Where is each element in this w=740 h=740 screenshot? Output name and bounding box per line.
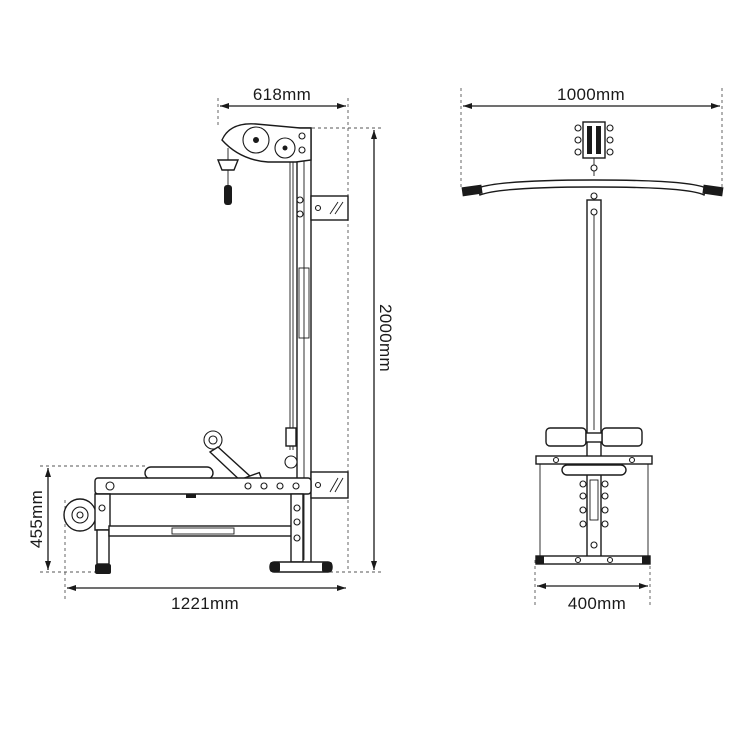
dimension-2000: 2000mm <box>371 130 395 570</box>
side-machine <box>63 123 349 574</box>
side-view: 618mm 2000mm 455mm 1221mm <box>27 85 395 613</box>
dimension-400: 400mm <box>537 583 648 613</box>
side-guide-lines <box>40 98 382 600</box>
dimension-1221: 1221mm <box>67 585 346 613</box>
front-view: 1000mm 400mm <box>460 85 724 613</box>
dimension-label-1221: 1221mm <box>171 594 239 613</box>
front-guide-lines <box>460 88 723 606</box>
dimension-1000: 1000mm <box>463 85 720 109</box>
dimension-label-1000: 1000mm <box>557 85 625 104</box>
dimension-618: 618mm <box>220 85 346 109</box>
dimension-label-455: 455mm <box>27 490 46 548</box>
dimension-label-618: 618mm <box>253 85 311 104</box>
dimension-label-2000: 2000mm <box>376 304 395 372</box>
front-machine <box>461 121 724 565</box>
dimension-label-400: 400mm <box>568 594 626 613</box>
dimension-455: 455mm <box>27 468 51 570</box>
